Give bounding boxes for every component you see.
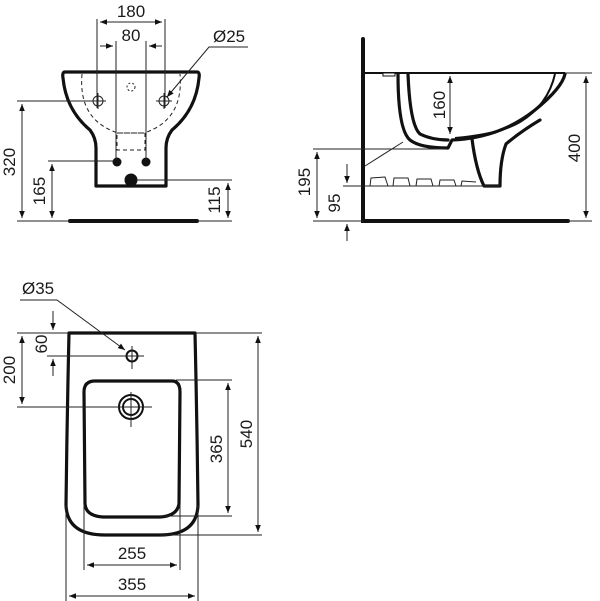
side-view-wall-floor [361, 37, 570, 223]
front-view-overflow-hole [126, 82, 136, 92]
side-view-floor-rests [369, 176, 477, 187]
dim-60: 60 [32, 335, 51, 354]
front-view: 180 80 Ø25 320 165 115 [0, 2, 248, 223]
dim-160: 160 [430, 91, 449, 119]
dim-365: 365 [207, 435, 226, 463]
top-view-inner-bowl [82, 379, 182, 519]
dim-diameter-35: Ø35 [22, 279, 54, 298]
dim-180: 180 [117, 2, 145, 21]
side-view-bowl [396, 72, 567, 150]
dim-165: 165 [30, 177, 49, 205]
dim-diameter-25: Ø25 [213, 27, 245, 46]
dim-540: 540 [237, 420, 256, 448]
front-view-inner-bowl [81, 73, 181, 134]
dim-320: 320 [0, 148, 19, 176]
dim-95: 95 [325, 194, 344, 213]
front-view-outlet-box [116, 132, 146, 151]
fixing-hole-right [156, 93, 172, 109]
dim-80: 80 [122, 26, 141, 45]
top-view-waste [117, 392, 152, 427]
top-view: Ø35 60 200 365 540 255 355 [0, 279, 262, 601]
waste-outlet [124, 173, 138, 187]
inlet-left [112, 157, 122, 167]
dim-195: 195 [295, 168, 314, 196]
inlet-right [141, 157, 151, 167]
side-view-pedestal [470, 118, 542, 188]
dim-115: 115 [205, 186, 224, 213]
dim-255: 255 [118, 544, 146, 563]
side-view: 160 400 195 95 [295, 37, 592, 241]
dim-200: 200 [0, 356, 19, 384]
tap-hole [122, 346, 144, 369]
front-view-body-outline [61, 70, 201, 188]
dim-400: 400 [565, 134, 584, 162]
dim-355: 355 [118, 575, 146, 594]
